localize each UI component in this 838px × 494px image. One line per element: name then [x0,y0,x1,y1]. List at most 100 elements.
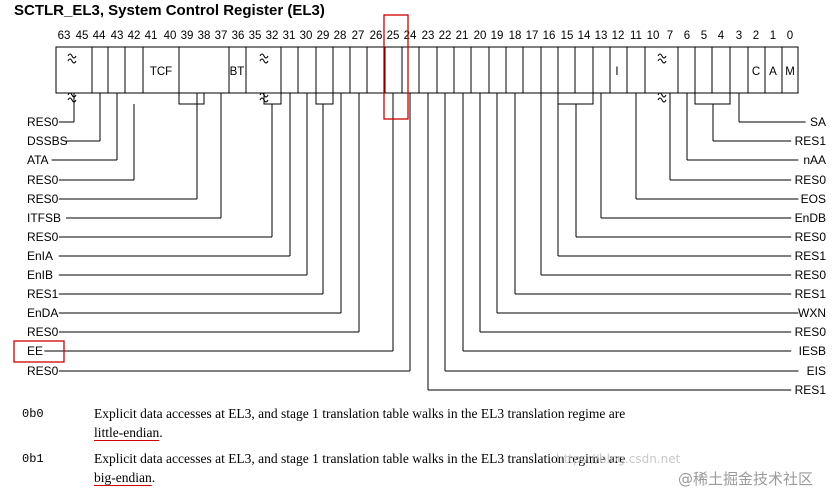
watermark-url: https://blog.csdn.net [556,452,681,466]
right-bracket-1 [694,93,731,105]
encoding-desc-0-end: . [159,425,163,440]
bit-number-44: 44 [93,30,106,42]
bit-number-21: 21 [456,30,469,42]
bit-number-7: 7 [667,30,673,42]
diagram-title: SCTLR_EL3, System Control Register (EL3) [14,2,325,19]
encoding-desc-0: Explicit data accesses at EL3, and stage… [94,404,634,442]
bit-number-4: 4 [718,30,725,42]
register-box [55,46,799,94]
bit-number-39: 39 [181,30,194,42]
encoding-desc-1-end: . [151,470,156,485]
left-bracket-9 [315,93,334,105]
bit-number-12: 12 [612,30,625,42]
bit-number-45: 45 [76,30,89,42]
left-field-enia-7: EnIA [27,249,53,263]
bit-number-24: 24 [404,30,417,42]
field-cell-I: I [615,66,618,78]
bit-number-11: 11 [630,30,642,42]
right-field-res1-14: RES1 [795,383,827,397]
bit-number-28: 28 [334,30,347,42]
bit-number-38: 38 [198,30,211,42]
break-mark-bottom-0 [67,92,77,103]
right-field-wxn-10: WXN [798,306,826,320]
bit-number-35: 35 [249,30,262,42]
bit-number-22: 22 [439,30,452,42]
bit-number-2: 2 [753,30,759,42]
right-bracket-6 [557,93,594,105]
right-field-res1-7: RES1 [795,249,827,263]
right-field-endb-5: EnDB [795,211,826,225]
right-field-naa-2: nAA [803,153,826,167]
field-cell-M: M [785,66,795,78]
bit-number-30: 30 [300,30,313,42]
bit-number-25: 25 [387,30,400,42]
break-mark-bottom-2 [657,92,667,103]
left-field-res0-11: RES0 [27,325,59,339]
highlight-box-bit25 [383,14,409,120]
right-field-res1-1: RES1 [795,134,827,148]
bit-number-20: 20 [474,30,487,42]
bit-number-36: 36 [232,30,245,42]
bit-number-29: 29 [317,30,330,42]
left-field-res1-9: RES1 [27,287,59,301]
left-field-res0-0: RES0 [27,115,59,129]
bit-number-18: 18 [509,30,522,42]
break-mark-top-2 [657,53,667,64]
bit-number-23: 23 [422,30,435,42]
bit-number-3: 3 [736,30,742,42]
bit-number-32: 32 [266,30,279,42]
bit-number-31: 31 [283,30,296,42]
left-field-res0-3: RES0 [27,173,59,187]
right-field-sa-0: SA [810,115,826,129]
field-cell-A: A [769,66,777,78]
encoding-desc-1-text: Explicit data accesses at EL3, and stage… [94,451,626,466]
left-field-ata-2: ATA [27,153,49,167]
bit-number-41: 41 [145,30,158,42]
bit-number-10: 10 [647,30,660,42]
field-cell-BT: BT [230,66,245,78]
right-field-res1-9: RES1 [795,287,827,301]
field-cell-C: C [752,66,760,78]
watermark-brand: @稀土掘金技术社区 [678,470,814,488]
left-field-ee-12: EE [27,344,43,358]
bit-number-63: 63 [58,30,71,42]
encoding-desc-1: Explicit data accesses at EL3, and stage… [94,449,634,487]
bit-number-6: 6 [684,30,690,42]
bit-number-37: 37 [215,30,228,42]
bit-number-16: 16 [543,30,556,42]
encoding-code-1: 0b1 [22,452,44,466]
left-field-enib-8: EnIB [27,268,53,282]
right-field-eis-13: EIS [807,364,826,378]
encoding-desc-1-highlight: big-endian [94,470,152,485]
bit-number-19: 19 [491,30,504,42]
bit-number-26: 26 [370,30,383,42]
field-cell-TCF: TCF [150,66,172,78]
encoding-desc-0-highlight: little-endian [94,425,160,440]
left-field-dssbs-1: DSSBS [27,134,68,148]
encoding-code-0: 0b0 [22,407,44,421]
break-mark-top-0 [67,53,77,64]
bit-number-42: 42 [128,30,141,42]
right-field-res0-11: RES0 [795,325,827,339]
bit-number-43: 43 [111,30,124,42]
left-field-res0-6: RES0 [27,230,59,244]
left-field-itfsb-5: ITFSB [27,211,61,225]
right-field-iesb-12: IESB [799,344,826,358]
left-bracket-3 [178,93,205,105]
right-field-res0-3: RES0 [795,173,827,187]
left-field-res0-13: RES0 [27,364,59,378]
highlight-box-ee [13,340,65,363]
bit-number-27: 27 [352,30,365,42]
left-bracket-6 [263,93,282,105]
bit-number-15: 15 [561,30,574,42]
right-field-eos-4: EOS [801,192,826,206]
bit-number-0: 0 [787,30,793,42]
encoding-desc-0-text: Explicit data accesses at EL3, and stage… [94,406,626,421]
bit-number-17: 17 [526,30,539,42]
bit-number-14: 14 [578,30,591,42]
bit-number-5: 5 [701,30,707,42]
break-mark-top-1 [259,53,269,64]
left-field-enda-10: EnDA [27,306,58,320]
right-field-res0-6: RES0 [795,230,827,244]
